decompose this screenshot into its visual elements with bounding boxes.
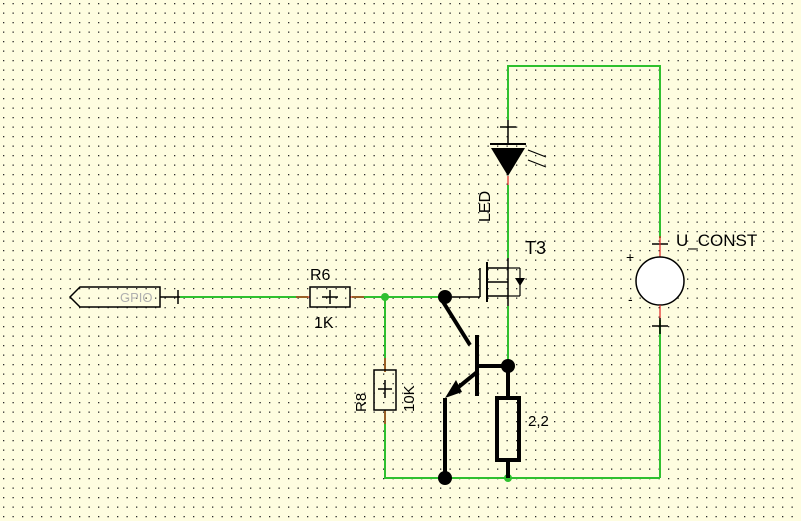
source-label: U_CONST	[676, 231, 757, 250]
t3-ref: T3	[525, 238, 546, 258]
led-ray-1	[527, 149, 547, 158]
resistor-r8[interactable]: R8 10K	[353, 358, 418, 424]
wire-r8-ground	[384, 410, 660, 479]
voltage-source[interactable]: + - U_CONST	[626, 231, 757, 334]
source-minus: -	[628, 291, 633, 307]
r6-value: 1K	[314, 315, 334, 332]
gpio-label: GPIO	[120, 290, 153, 305]
source-plus: +	[626, 249, 634, 265]
junction-r6-r8	[381, 293, 389, 301]
led[interactable]: LED	[477, 120, 547, 222]
led-ray-2	[527, 159, 547, 168]
junction-base	[438, 290, 452, 304]
gpio-connector[interactable]: GPIO	[68, 286, 180, 308]
wires	[180, 65, 661, 479]
junction-emitter	[438, 471, 452, 485]
wire-top-loop	[507, 65, 661, 238]
r6-ref: R6	[310, 267, 331, 284]
r8-value: 10K	[401, 385, 418, 412]
resistor-shunt[interactable]: 2,2	[495, 366, 549, 478]
resistor-r6[interactable]: R6 1K	[296, 267, 364, 332]
led-label: LED	[477, 191, 494, 222]
shunt-value: 2,2	[528, 413, 549, 430]
r8-ref: R8	[353, 393, 370, 412]
mosfet-t3[interactable]: T3	[452, 238, 546, 306]
